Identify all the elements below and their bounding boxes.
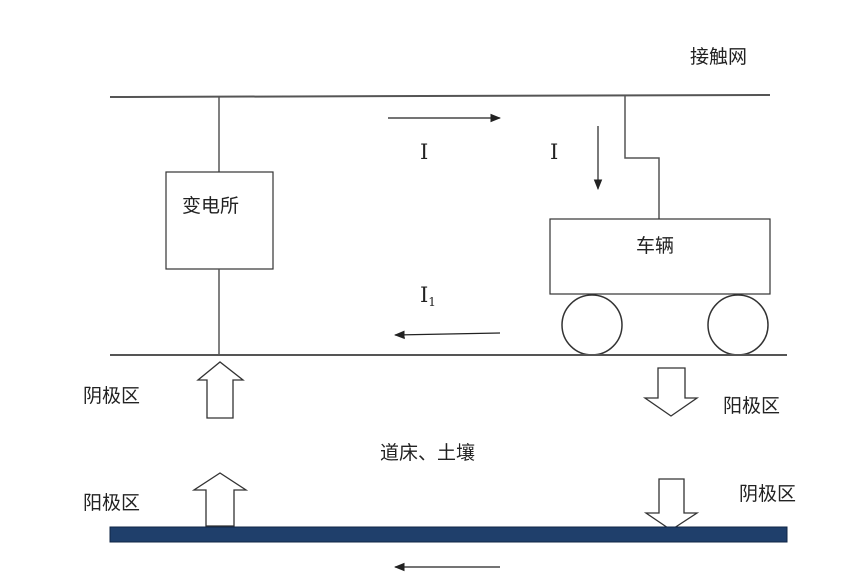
vehicle-body — [549, 218, 771, 295]
catenary-label: 接触网 — [690, 46, 747, 68]
hollow-arrow-down-cathode-right — [643, 478, 700, 531]
current-label-top-right: I — [550, 140, 558, 164]
hollow-arrow-down-anode-right — [642, 367, 700, 417]
buried-metal-structure — [109, 526, 788, 543]
current-label-top-left: I — [420, 140, 428, 164]
pantograph-line — [624, 95, 660, 219]
current-label-return-subscript: 1 — [428, 295, 436, 309]
hollow-arrow-up-anode-left — [191, 472, 249, 527]
current-label-return-main: I — [420, 283, 428, 307]
trackbed-soil-label: 道床、土壤 — [380, 442, 475, 464]
cathode-zone-label-right: 阴极区 — [739, 483, 796, 505]
vehicle-wheel-right — [707, 294, 769, 356]
anode-zone-label-left: 阳极区 — [83, 492, 140, 514]
catenary-line — [109, 94, 771, 98]
hollow-arrow-up-cathode-left — [196, 361, 245, 419]
substation-label: 变电所 — [182, 195, 239, 217]
cathode-zone-label-left: 阴极区 — [83, 385, 140, 407]
substation-box — [165, 171, 274, 270]
vehicle-label: 车辆 — [636, 235, 674, 257]
anode-zone-label-right: 阳极区 — [723, 395, 780, 417]
vehicle-wheel-left — [561, 294, 623, 356]
current-arrow-left-rail — [393, 330, 501, 340]
current-label-return: I1 — [420, 283, 436, 309]
